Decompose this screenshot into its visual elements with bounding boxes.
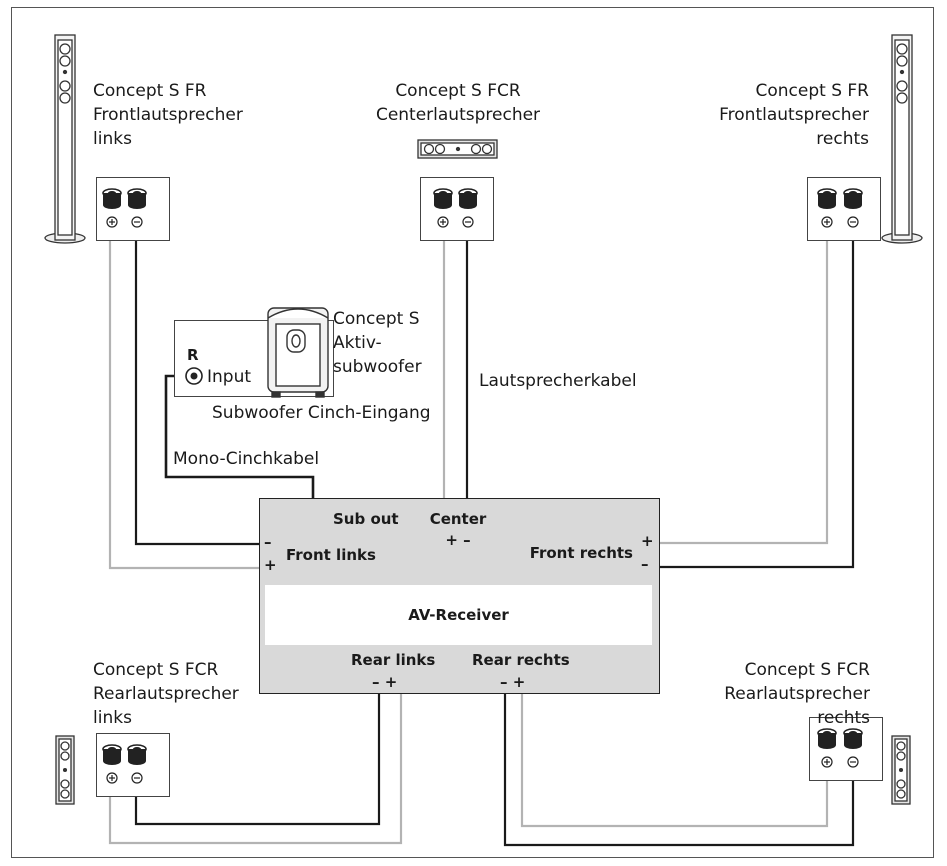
- wire-rear-right-plus: [520, 694, 829, 828]
- wire-front-right-plus: [660, 240, 829, 545]
- receiver-front-left-label: Front links: [286, 546, 376, 564]
- wire-front-right-minus: [660, 240, 855, 569]
- front-right-label-2: Frontlautsprecher: [719, 105, 869, 125]
- receiver-front-right-plus: +: [641, 532, 654, 550]
- receiver-rear-right-polarity: – +: [500, 673, 526, 691]
- front-right-tower-icon: [881, 34, 923, 244]
- cinch-input-connector-icon: [185, 367, 203, 385]
- front-left-label-3: links: [93, 129, 132, 149]
- rear-left-label-3: links: [93, 708, 132, 728]
- wire-rear-left-plus: [108, 694, 403, 845]
- rear-right-speaker-icon: [891, 735, 911, 805]
- subwoofer-label-3: subwoofer: [333, 357, 422, 377]
- rear-left-label-2: Rearlautsprecher: [93, 684, 239, 704]
- subwoofer-label-1: Concept S: [333, 309, 420, 329]
- negative-wires: [134, 240, 855, 847]
- wire-rear-right-minus: [503, 694, 855, 847]
- front-left-tower-icon: [44, 34, 86, 244]
- positive-wires: [108, 240, 829, 845]
- terminal-front-left: [96, 177, 170, 241]
- subwoofer-caption: Subwoofer Cinch-Eingang: [212, 403, 431, 423]
- front-right-label-1: Concept S FR: [755, 81, 870, 101]
- receiver-title: AV-Receiver: [408, 606, 509, 624]
- front-right-label-3: rechts: [816, 129, 869, 149]
- rear-right-label-3: rechts: [817, 708, 870, 728]
- wire-front-left-minus: [134, 240, 259, 546]
- receiver-front-left-minus: –: [264, 533, 272, 551]
- terminal-center: [420, 177, 494, 241]
- receiver-front-left-plus: +: [264, 556, 277, 574]
- wire-rear-left-minus: [134, 694, 381, 826]
- av-receiver-display: [265, 585, 652, 645]
- center-label-2: Centerlautsprecher: [375, 105, 541, 125]
- receiver-center-label: Center: [429, 510, 487, 528]
- receiver-rear-left-polarity: – +: [372, 673, 398, 691]
- receiver-sub-out-label: Sub out: [333, 510, 399, 528]
- receiver-rear-right-label: Rear rechts: [472, 651, 570, 669]
- receiver-rear-left-label: Rear links: [351, 651, 436, 669]
- terminal-rear-left: [96, 733, 170, 797]
- diagram-frame: [11, 7, 934, 858]
- receiver-front-right-minus: –: [641, 555, 649, 573]
- center-speaker-icon: [417, 139, 498, 159]
- terminal-rear-right: [809, 717, 883, 781]
- speaker-cable-label: Lautsprecherkabel: [479, 371, 637, 391]
- terminal-front-right: [807, 177, 881, 241]
- rear-right-label-2: Rearlautsprecher: [724, 684, 870, 704]
- front-left-label-1: Concept S FR: [93, 81, 207, 101]
- receiver-front-right-label: Front rechts: [529, 544, 633, 562]
- subwoofer-channel-label: R: [187, 346, 199, 364]
- subwoofer-input-label: Input: [207, 367, 252, 387]
- center-label-1: Concept S FCR: [395, 81, 521, 101]
- receiver-center-polarity: + –: [445, 531, 471, 549]
- mono-cinch-cable-label: Mono-Cinchkabel: [173, 449, 320, 469]
- subwoofer-icon: [267, 307, 329, 398]
- front-left-label-2: Frontlautsprecher: [93, 105, 243, 125]
- rear-left-speaker-icon: [55, 735, 75, 805]
- rear-left-label-1: Concept S FCR: [93, 660, 219, 680]
- subwoofer-label-2: Aktiv-: [333, 333, 382, 353]
- wire-front-left-plus: [108, 240, 259, 570]
- rear-right-label-1: Concept S FCR: [744, 660, 870, 680]
